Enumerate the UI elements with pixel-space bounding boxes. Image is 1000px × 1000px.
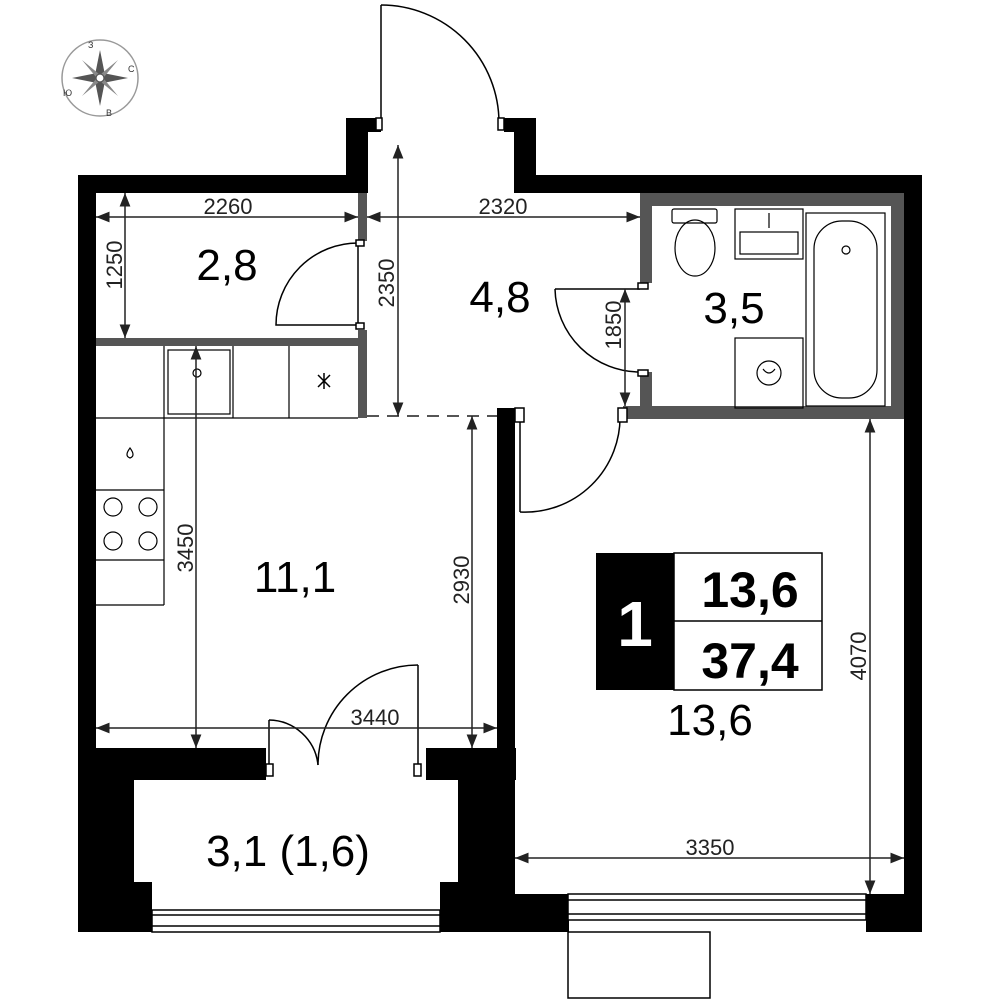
washing-machine-icon	[734, 337, 804, 409]
dim-kitchen-width: 3440	[351, 705, 400, 730]
balcony-window	[151, 909, 441, 933]
dim-living-width: 3350	[686, 835, 735, 860]
compass-letter-n: З	[88, 40, 93, 50]
bathtub-icon	[805, 212, 886, 407]
room-area-hall: 4,8	[469, 273, 530, 322]
area-summary-box: 1 13,6 37,4	[596, 552, 823, 691]
dim-living-height: 4070	[846, 632, 871, 681]
fridge-snowflake-icon	[317, 373, 331, 389]
windows	[151, 893, 867, 999]
washbasin-icon	[734, 208, 804, 260]
dimension-lines	[96, 145, 904, 894]
bathroom-walls	[623, 193, 904, 419]
living-door	[514, 407, 628, 513]
dim-hall-width: 2320	[479, 194, 528, 219]
summary-total-area: 37,4	[701, 633, 799, 689]
compass-letter-w: Ю	[63, 88, 72, 98]
dim-kitchen-depth2: 2930	[449, 556, 474, 605]
entrance-door	[375, 4, 505, 131]
bathroom-fixtures	[671, 208, 886, 409]
rooms-count-cell	[596, 553, 674, 690]
interior-partitions	[96, 193, 497, 418]
compass-letter-e: С	[128, 64, 135, 74]
summary-rooms-count: 1	[617, 588, 653, 660]
storage-door	[275, 239, 365, 330]
dim-kitchen-depth: 3450	[173, 524, 198, 573]
outer-walls	[78, 118, 922, 932]
compass-star-icon	[72, 50, 128, 106]
room-area-labels: 2,8 4,8 3,5 11,1 13,6 3,1 (1,6)	[196, 241, 764, 876]
dishwasher-icon	[96, 446, 164, 491]
dim-bathroom-door: 1850	[601, 301, 626, 350]
compass-ring	[61, 39, 139, 117]
dim-storage-height: 1250	[102, 241, 127, 290]
doors	[265, 4, 649, 777]
room-area-balcony: 3,1 (1,6)	[206, 827, 370, 876]
compass: З С В Ю	[61, 39, 139, 118]
compass-letter-s: В	[106, 108, 112, 118]
summary-living-area: 13,6	[701, 562, 798, 618]
dimension-labels: 2260 1250 2350 2320 1850 3450 2930 3440 …	[102, 194, 871, 860]
balcony-slab	[567, 931, 711, 999]
stove-icon	[96, 497, 164, 561]
kitchen-sink-icon	[167, 349, 231, 415]
room-area-storage: 2,8	[196, 241, 257, 290]
room-area-living: 13,6	[667, 696, 753, 745]
living-window	[567, 893, 867, 921]
dim-storage-width: 2260	[204, 194, 253, 219]
dim-hall-height: 2350	[374, 259, 399, 308]
room-area-bathroom: 3,5	[703, 284, 764, 333]
room-area-kitchen: 11,1	[254, 553, 336, 602]
toilet-icon	[671, 208, 718, 277]
